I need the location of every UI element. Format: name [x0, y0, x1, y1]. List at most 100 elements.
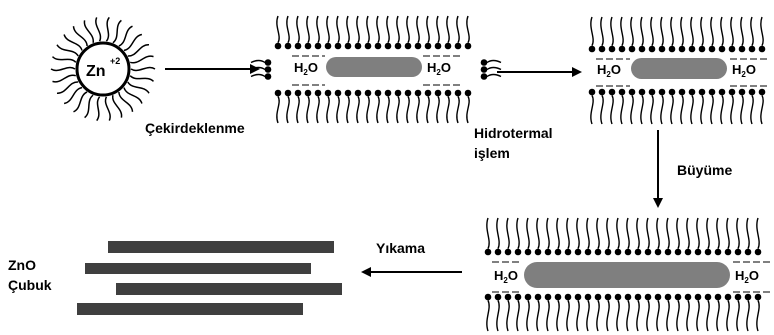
surfactant-tail	[337, 16, 339, 43]
surfactant-head	[629, 46, 636, 53]
surfactant-tail	[357, 96, 359, 123]
surfactant-head	[609, 46, 616, 53]
surfactant-head	[365, 90, 372, 97]
surfactant-tail	[327, 96, 329, 123]
surfactant-tail	[707, 218, 709, 249]
surfactant-tail	[597, 300, 599, 331]
surfactant-tail	[621, 95, 623, 124]
surfactant-tail	[717, 300, 719, 331]
surfactant-head	[355, 90, 362, 97]
surfactant-tail	[671, 17, 673, 46]
surfactant-head	[481, 66, 488, 73]
surfactant-tail	[517, 300, 519, 331]
surfactant-tail	[601, 95, 603, 124]
surfactant-head	[395, 43, 402, 50]
surfactant-tail	[64, 35, 82, 51]
surfactant-tail	[113, 20, 122, 42]
surfactant-tail	[611, 95, 613, 124]
surfactant-head	[709, 46, 716, 53]
surfactant-tail	[497, 300, 499, 331]
surfactant-tail	[691, 17, 693, 46]
surfactant-head	[495, 294, 502, 301]
surfactant-head	[545, 294, 552, 301]
surfactant-tail	[105, 97, 110, 121]
surfactant-head	[759, 89, 766, 96]
water-label: H2O	[735, 268, 759, 285]
surfactant-tail	[681, 17, 683, 46]
surfactant-tail	[617, 300, 619, 331]
surfactant-head	[589, 46, 596, 53]
surfactant-tail	[131, 68, 155, 71]
surfactant-tail	[737, 218, 739, 249]
surfactant-tail	[557, 218, 559, 249]
surfactant-head	[385, 90, 392, 97]
surfactant-tail	[128, 82, 149, 93]
surfactant-head	[481, 73, 488, 80]
surfactant-tail	[667, 218, 669, 249]
surfactant-tail	[611, 17, 613, 46]
surfactant-head	[649, 46, 656, 53]
surfactant-tail	[397, 16, 399, 43]
zno-rod	[77, 303, 303, 315]
surfactant-head	[599, 46, 606, 53]
surfactant-head	[689, 46, 696, 53]
surfactant-head	[669, 46, 676, 53]
surfactant-tail	[487, 75, 501, 77]
surfactant-tail	[731, 95, 733, 124]
surfactant-head	[749, 46, 756, 53]
surfactant-head	[595, 249, 602, 256]
surfactant-tail	[347, 96, 349, 123]
surfactant-head	[585, 294, 592, 301]
zn-micelle: Zn +2	[51, 17, 155, 120]
surfactant-head	[745, 294, 752, 301]
surfactant-head	[685, 249, 692, 256]
label-hydrothermal-process: işlem	[474, 145, 510, 161]
surfactant-tail	[741, 17, 743, 46]
surfactant-head	[635, 249, 642, 256]
surfactant-head	[599, 89, 606, 96]
surfactant-tail	[417, 96, 419, 123]
surfactant-tail	[84, 20, 93, 42]
surfactant-tail	[277, 96, 279, 123]
surfactant-tail	[701, 95, 703, 124]
surfactant-tail	[607, 218, 609, 249]
zno-rod	[108, 241, 334, 253]
water-label: H2O	[597, 62, 621, 79]
surfactant-tail	[437, 96, 439, 123]
surfactant-head	[415, 90, 422, 97]
surfactant-head	[735, 249, 742, 256]
surfactant-head	[739, 46, 746, 53]
surfactant-head	[265, 73, 272, 80]
surfactant-tail	[747, 300, 749, 331]
surfactant-head	[335, 90, 342, 97]
surfactant-head	[689, 89, 696, 96]
surfactant-tail	[487, 300, 489, 331]
surfactant-head	[665, 249, 672, 256]
surfactant-tail	[277, 16, 279, 43]
zno-rod	[116, 283, 342, 295]
surfactant-tail	[407, 16, 409, 43]
surfactant-head	[415, 43, 422, 50]
surfactant-tail	[727, 300, 729, 331]
surfactant-head	[619, 46, 626, 53]
surfactant-head	[495, 249, 502, 256]
surfactant-tail	[447, 16, 449, 43]
surfactant-tail	[591, 95, 593, 124]
surfactant-tail	[567, 300, 569, 331]
surfactant-tail	[661, 17, 663, 46]
surfactant-tail	[467, 96, 469, 123]
surfactant-tail	[711, 17, 713, 46]
surfactant-tail	[307, 16, 309, 43]
surfactant-tail	[657, 218, 659, 249]
surfactant-tail	[591, 17, 593, 46]
surfactant-head	[655, 249, 662, 256]
surfactant-tail	[687, 218, 689, 249]
surfactant-head	[445, 90, 452, 97]
surfactant-head	[675, 249, 682, 256]
surfactant-tail	[407, 96, 409, 123]
nucleus-complex: H2OH2O	[251, 16, 501, 123]
surfactant-tail	[667, 300, 669, 331]
surfactant-head	[555, 249, 562, 256]
surfactant-head	[699, 46, 706, 53]
surfactant-tail	[537, 300, 539, 331]
